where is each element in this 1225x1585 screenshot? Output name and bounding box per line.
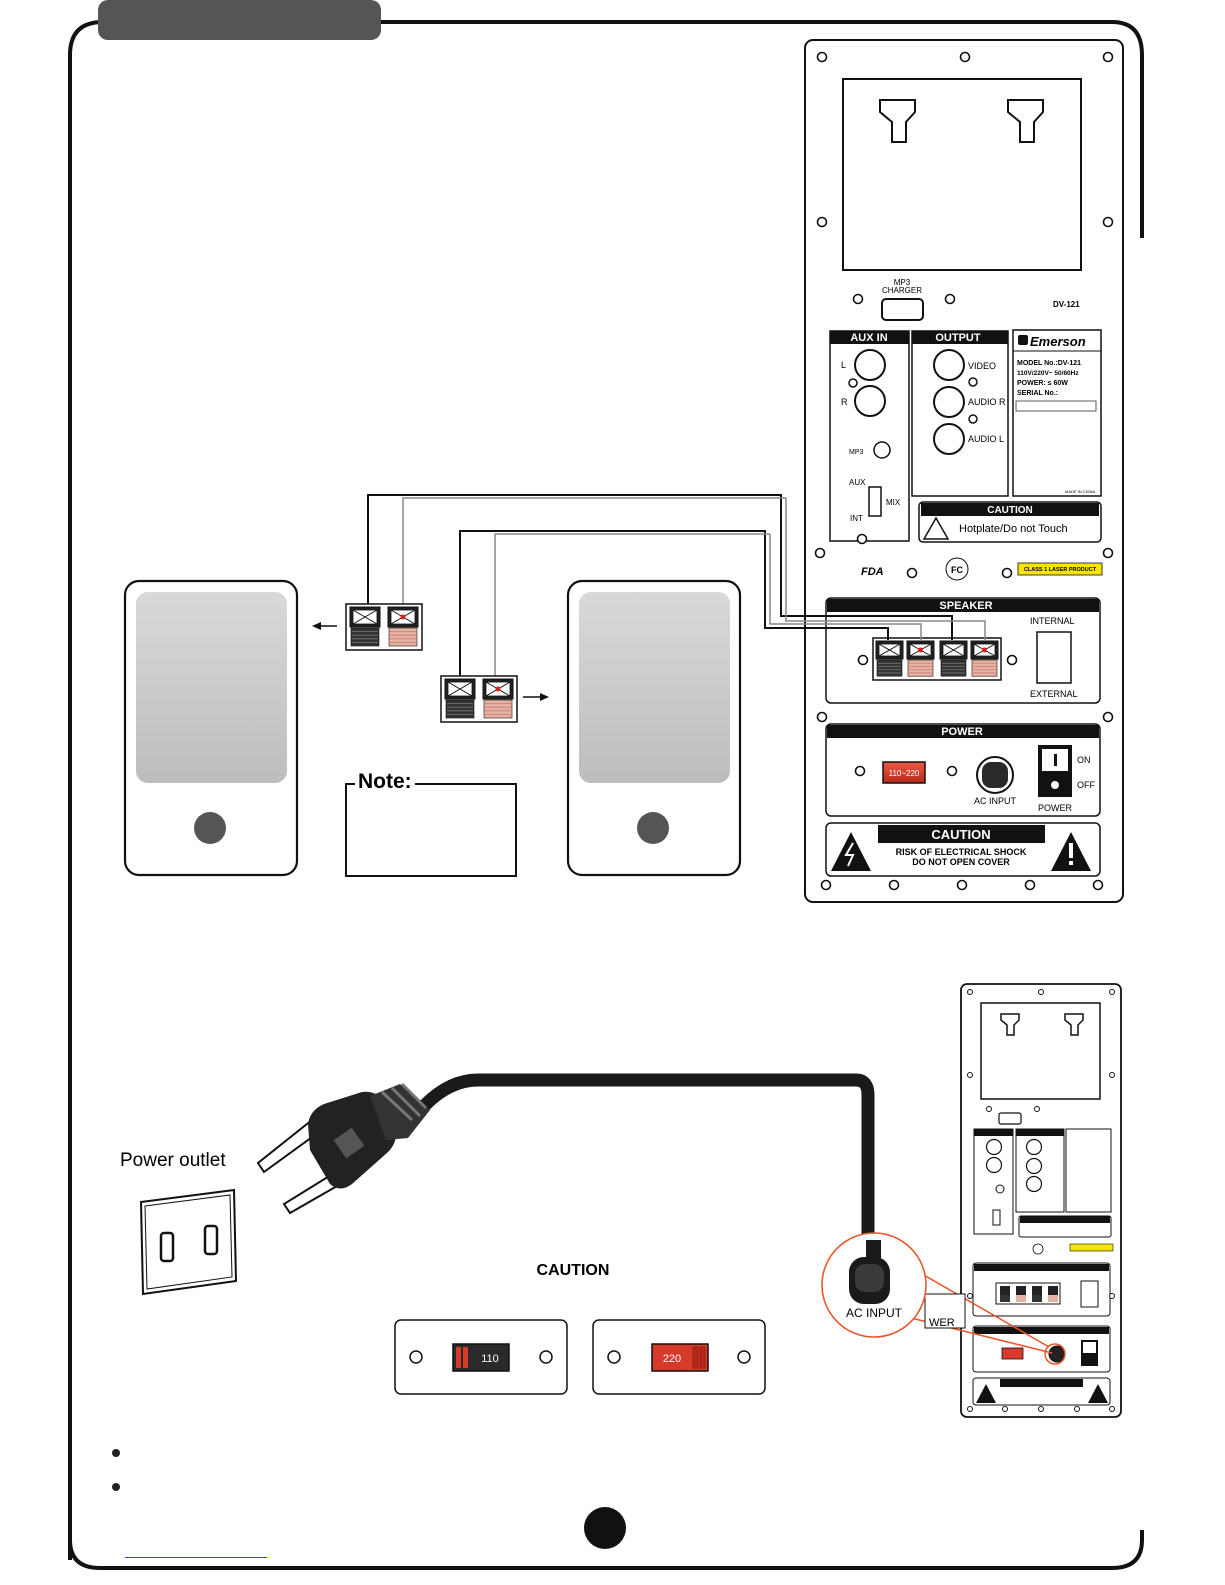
aux-in-section: AUX IN L R MP3 AUX INT MIX [829,330,910,542]
svg-text:L: L [841,360,846,370]
svg-text:MP3: MP3 [849,449,864,456]
speaker-out-2-positive[interactable] [970,640,999,677]
switch-220-panel: 220 [592,1319,766,1395]
power-section: POWER 110~220 AC INPUT ON OFF POWER [825,723,1101,817]
ac-input-zoom-callout: WER AC INPUT [821,1232,1066,1365]
note-label: Note: [358,770,412,793]
switch-110-panel: 110 [394,1319,568,1395]
svg-text:OFF: OFF [1077,780,1095,790]
svg-text:Hotplate/Do not Touch: Hotplate/Do not Touch [959,523,1068,535]
svg-text:CAUTION: CAUTION [987,505,1033,516]
svg-text:POWER: POWER [1038,803,1073,813]
svg-text:VIDEO: VIDEO [968,361,996,371]
power-cord [418,1073,875,1275]
fda-logo: FDA [861,566,884,578]
svg-text:EXTERNAL: EXTERNAL [1030,689,1078,699]
page-frame [68,20,1144,1560]
caution-hotplate: CAUTION Hotplate/Do not Touch [918,501,1102,543]
svg-text:110V/220V~ 50/60Hz: 110V/220V~ 50/60Hz [1017,370,1079,377]
caution-heading: CAUTION [537,1262,610,1279]
mp3-charger-port[interactable] [881,298,924,321]
video-out-jack[interactable] [933,349,965,381]
svg-text:110: 110 [481,1353,499,1365]
svg-text:DO NOT OPEN COVER: DO NOT OPEN COVER [912,857,1010,867]
right-speaker [566,579,742,877]
ac-input-socket-zoomed [849,1257,890,1304]
left-terminal-negative[interactable] [349,606,381,647]
speaker-out-1-negative[interactable] [875,640,904,677]
svg-text:AUDIO R: AUDIO R [968,397,1006,407]
aux-l-jack[interactable] [854,349,886,381]
brand-logo: Emerson [1030,334,1086,349]
svg-text:MODEL No.:DV-121: MODEL No.:DV-121 [1017,360,1081,367]
page-number-badge [584,1507,626,1549]
speaker-out-1-positive[interactable] [906,640,935,677]
svg-text:AUX IN: AUX IN [850,332,887,344]
bullet-2 [112,1483,120,1491]
shock-warning-icon [831,832,871,871]
rating-label: Emerson MODEL No.:DV-121 110V/220V~ 50/6… [1012,329,1102,497]
audio-r-out-jack[interactable] [933,386,965,418]
svg-text:AUDIO L: AUDIO L [968,434,1004,444]
left-speaker-terminal [345,603,423,651]
svg-text:WER: WER [929,1317,955,1329]
header-tab [98,0,381,40]
link-underline [125,1557,267,1558]
svg-text:CAUTION: CAUTION [931,827,990,842]
power-plug-icon [256,1082,430,1215]
right-speaker-terminal [440,675,518,723]
right-terminal-negative[interactable] [444,678,476,719]
speaker-section: SPEAKER INTERNAL EXTERNAL [825,597,1101,704]
svg-text:OUTPUT: OUTPUT [935,332,981,344]
bullet-1 [112,1449,120,1457]
svg-text:CLASS 1 LASER PRODUCT: CLASS 1 LASER PRODUCT [1024,567,1097,573]
svg-text:POWER: ≤ 60W: POWER: ≤ 60W [1017,380,1068,387]
rear-panel-small [960,983,1122,1418]
svg-text:MADE IN CHINA: MADE IN CHINA [1065,489,1096,494]
voltage-switch-110[interactable]: 110 [452,1343,510,1372]
left-terminal-positive[interactable] [387,606,419,647]
svg-text:POWER: POWER [941,726,983,738]
right-terminal-positive[interactable] [482,678,514,719]
svg-text:INT: INT [850,514,863,523]
svg-text:R: R [841,397,848,407]
note-box: Note: [345,770,517,877]
power-outlet-icon [139,1188,238,1296]
aux-int-switch[interactable] [868,486,882,517]
svg-text:ON: ON [1077,755,1091,765]
svg-text:SERIAL No.:: SERIAL No.: [1017,390,1058,397]
output-section: OUTPUT VIDEO AUDIO R AUDIO L [911,330,1009,497]
svg-text:CHARGER: CHARGER [882,286,922,295]
ac-input-socket[interactable] [976,756,1014,794]
svg-text:110~220: 110~220 [889,769,920,778]
fcc-logo [945,557,969,581]
svg-text:AC INPUT: AC INPUT [846,1306,903,1320]
svg-text:SPEAKER: SPEAKER [939,600,992,612]
model-code: DV-121 [1053,300,1080,309]
voltage-selector-switch[interactable]: 110~220 [882,761,926,784]
svg-text:INTERNAL: INTERNAL [1030,616,1075,626]
svg-text:AC INPUT: AC INPUT [974,796,1017,806]
svg-text:MIX: MIX [886,498,901,507]
caution-shock: CAUTION RISK OF ELECTRICAL SHOCK DO NOT … [825,822,1101,877]
svg-text:RISK OF ELECTRICAL SHOCK: RISK OF ELECTRICAL SHOCK [896,847,1027,857]
speaker-out-2-negative[interactable] [939,640,968,677]
svg-text:FC: FC [951,565,963,575]
power-outlet-label: Power outlet [120,1150,226,1171]
svg-text:AUX: AUX [849,478,866,487]
aux-r-jack[interactable] [854,385,886,417]
power-switch[interactable] [1038,745,1072,797]
mp3-jack[interactable] [873,441,891,459]
speaker-wires [367,494,986,677]
svg-text:220: 220 [663,1353,681,1365]
audio-l-out-jack[interactable] [933,423,965,455]
svg-text:MP3: MP3 [894,278,911,287]
voltage-switch-220[interactable]: 220 [651,1343,709,1372]
rear-panel: MP3 CHARGER DV-121 AUX IN L R MP3 AUX IN… [804,39,1124,903]
laser-label [1017,562,1103,576]
internal-external-switch[interactable] [1036,631,1072,684]
left-speaker [123,579,299,877]
